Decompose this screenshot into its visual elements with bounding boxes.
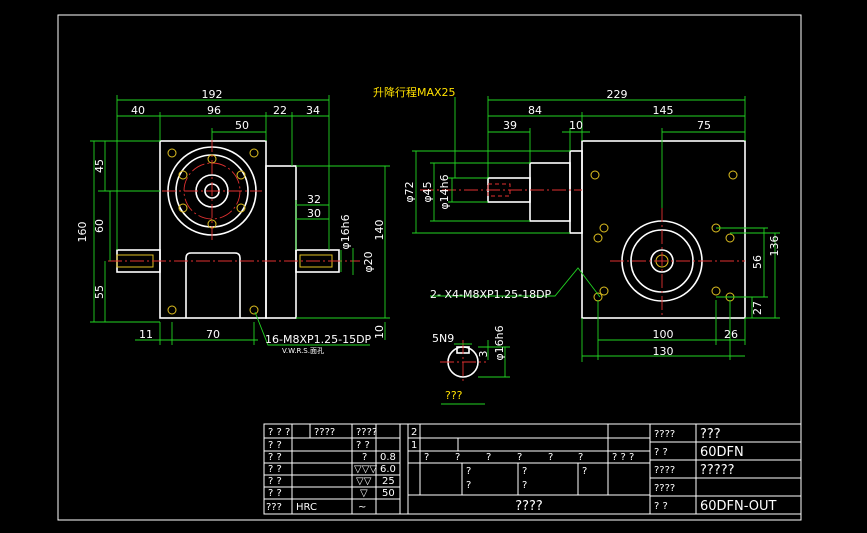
dim-26: 26 [724,328,738,341]
dim-229: 229 [607,88,628,101]
tb-left-row-3: ? ? [268,464,282,475]
key-label: 5N9 [432,332,454,345]
tb-mark-1: ? [455,452,460,463]
dim-160: 160 [76,222,89,243]
tb-mid-row2: 1 [411,440,417,451]
dim-145: 145 [653,104,674,117]
tb-left-row-1: ? ? [268,440,282,451]
tb-roughness-header: ???? [356,427,377,438]
dim-10: 10 [373,325,386,339]
dim-55: 55 [93,285,106,299]
tb-r3-mark-3: ? [522,480,527,491]
side-flange-plate [569,150,583,234]
tb-roughness-1: ? [362,452,367,463]
tb-mark-5: ? [578,452,583,463]
dim-96: 96 [207,104,221,117]
dim-10-side: 10 [569,119,583,132]
dim-39: 39 [503,119,517,132]
dim-140: 140 [373,220,386,241]
side-hole-note: 2- X4-M8XP1.25-18DP [430,288,552,301]
dim-16h6: φ16h6 [339,214,352,249]
tb-roughness-val-1: 0.8 [380,452,396,463]
front-view: 192 40 96 22 34 50 45 160 60 55 32 30 φ1… [76,88,390,355]
front-side-housing [265,165,297,319]
tb-right-value-4: 60DFN-OUT [700,499,777,514]
tb-r3-mark-2: ? [522,466,527,477]
tb-mark-4: ? [548,452,553,463]
tb-roughness-val-4: 50 [382,488,395,499]
tb-right-label-2: ???? [654,465,675,476]
tb-right-label-3: ???? [654,483,675,494]
tb-roughness-5: ~ [358,502,366,513]
dim-75: 75 [697,119,711,132]
tb-right-label-1: ? ? [654,447,668,458]
tb-roughness-0: ? ? [356,440,370,451]
dim-130: 130 [653,345,674,358]
tb-right-label-0: ???? [654,429,675,440]
tb-left-row-0: ? ? ? [268,427,290,438]
tb-left-row-6-b: HRC [296,502,317,513]
side-view: 升降行程MAX25 229 84 145 39 10 75 φ72 φ45 φ1… [373,85,781,362]
dim-136: 136 [768,236,781,257]
tb-mark-0: ? [424,452,429,463]
tb-roughness-val-3: 25 [382,476,395,487]
dim-22: 22 [273,104,287,117]
tb-left-row-6: ??? [266,502,282,513]
side-holes [590,170,738,302]
key-dim-3: 3 [477,351,490,358]
tb-mark-6: ? ? ? [612,452,634,463]
tb-right-value-1: 60DFN [700,445,744,460]
front-lower-opening [185,252,241,318]
dim-84: 84 [528,104,542,117]
dim-70: 70 [206,328,220,341]
tb-roughness-4: ▽ [360,488,368,499]
tb-r3-mark-4: ? [582,466,587,477]
dim-34: 34 [306,104,320,117]
tb-r3-mark-1: ? [466,480,471,491]
key-shaft-dim: φ16h6 [493,325,506,360]
tb-mid-bottom: ???? [515,499,543,514]
tb-right-label-4: ? ? [654,501,668,512]
stroke-label: 升降行程MAX25 [373,85,456,99]
tb-roughness-2: ▽▽▽ [354,464,377,475]
tb-roughness-3: ▽▽ [356,476,372,487]
dim-100: 100 [653,328,674,341]
side-boss [529,162,571,222]
title-block: ? ? ? ???? ? ? ? ? ? ? ? ? ? ? ??? HRC ?… [263,423,802,515]
dim-60: 60 [93,219,106,233]
dim-192: 192 [202,88,223,101]
tb-left-row-5: ? ? [268,488,282,499]
dim-50: 50 [235,119,249,132]
tb-right-value-2: ????? [700,463,735,478]
front-hole-note: 16-M8XP1.25-15DP [265,333,372,346]
dim-30: 30 [307,207,321,220]
dim-14h6: φ14h6 [438,174,451,209]
tb-r3-mark-0: ? [466,466,471,477]
front-hole-note-sub: V.W.R.S.面孔 [282,347,324,355]
tb-roughness-val-2: 6.0 [380,464,396,475]
dim-56: 56 [751,255,764,269]
tb-left-row-2: ? ? [268,452,282,463]
key-detail: 5N9 3 φ16h6 ??? [432,325,510,405]
corner-holes [167,148,259,315]
key-caption: ??? [445,389,463,402]
dim-27: 27 [751,301,764,315]
tb-right-value-0: ??? [700,427,721,442]
sheet-border [57,14,802,521]
dim-40: 40 [131,104,145,117]
dim-45-side: φ45 [421,181,434,202]
dim-72: φ72 [403,181,416,202]
tb-left-row-0-b: ???? [314,427,335,438]
dim-32: 32 [307,193,321,206]
tb-left-row-4: ? ? [268,476,282,487]
tb-mark-3: ? [517,452,522,463]
dim-45: 45 [93,159,106,173]
dim-11: 11 [139,328,153,341]
tb-mark-2: ? [486,452,491,463]
tb-mid-top: 2 [411,427,417,438]
dim-20: φ20 [362,251,375,272]
